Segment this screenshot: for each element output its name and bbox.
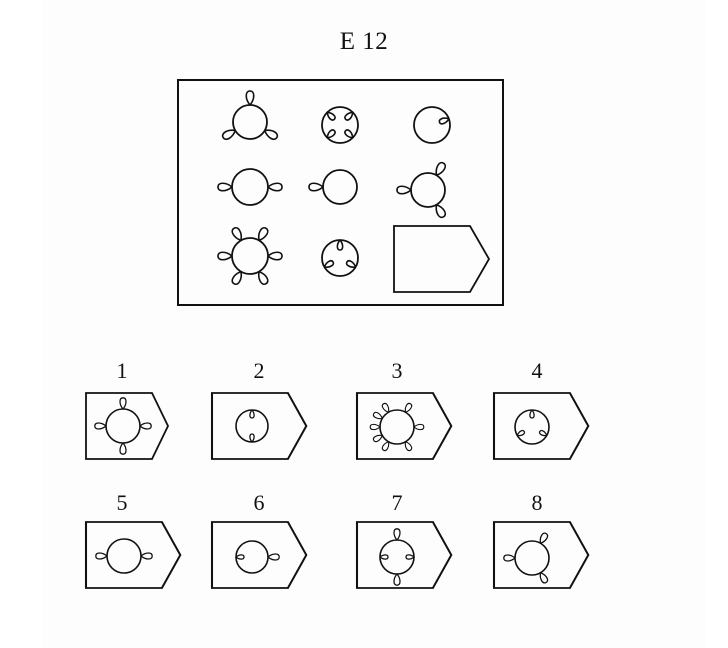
- matrix-cell-r3c1: [217, 225, 283, 287]
- option-8-number: 8: [531, 490, 543, 515]
- matrix-cell-r3c2: [321, 239, 359, 277]
- option-2-number: 2: [253, 358, 265, 383]
- matrix-cell-r3c3-blank: [393, 225, 491, 293]
- matrix-cell-r1c1: [220, 90, 280, 142]
- matrix-cell-r2c2: [308, 169, 358, 205]
- option-5-figure[interactable]: [84, 520, 182, 590]
- option-8-figure[interactable]: [492, 520, 590, 590]
- option-3-figure[interactable]: [355, 391, 453, 461]
- option-1-number: 1: [116, 358, 128, 383]
- matrix-frame: [177, 79, 504, 306]
- problem-title: E 12: [339, 28, 389, 55]
- matrix-cell-r1c3: [413, 106, 451, 144]
- option-7-number: 7: [391, 490, 403, 515]
- option-4-number: 4: [531, 358, 543, 383]
- page-background: [42, 0, 706, 648]
- option-7-figure[interactable]: [355, 520, 453, 590]
- option-5-number: 5: [116, 490, 128, 515]
- option-3-number: 3: [391, 358, 403, 383]
- option-4-figure[interactable]: [492, 391, 590, 461]
- matrix-cell-r1c2: [321, 106, 359, 144]
- matrix-cell-r2c1: [217, 168, 283, 206]
- matrix-cell-r2c3: [396, 160, 448, 220]
- option-6-figure[interactable]: [210, 520, 308, 590]
- option-1-figure[interactable]: [85, 392, 169, 460]
- option-2-figure[interactable]: [210, 391, 308, 461]
- option-6-number: 6: [253, 490, 265, 515]
